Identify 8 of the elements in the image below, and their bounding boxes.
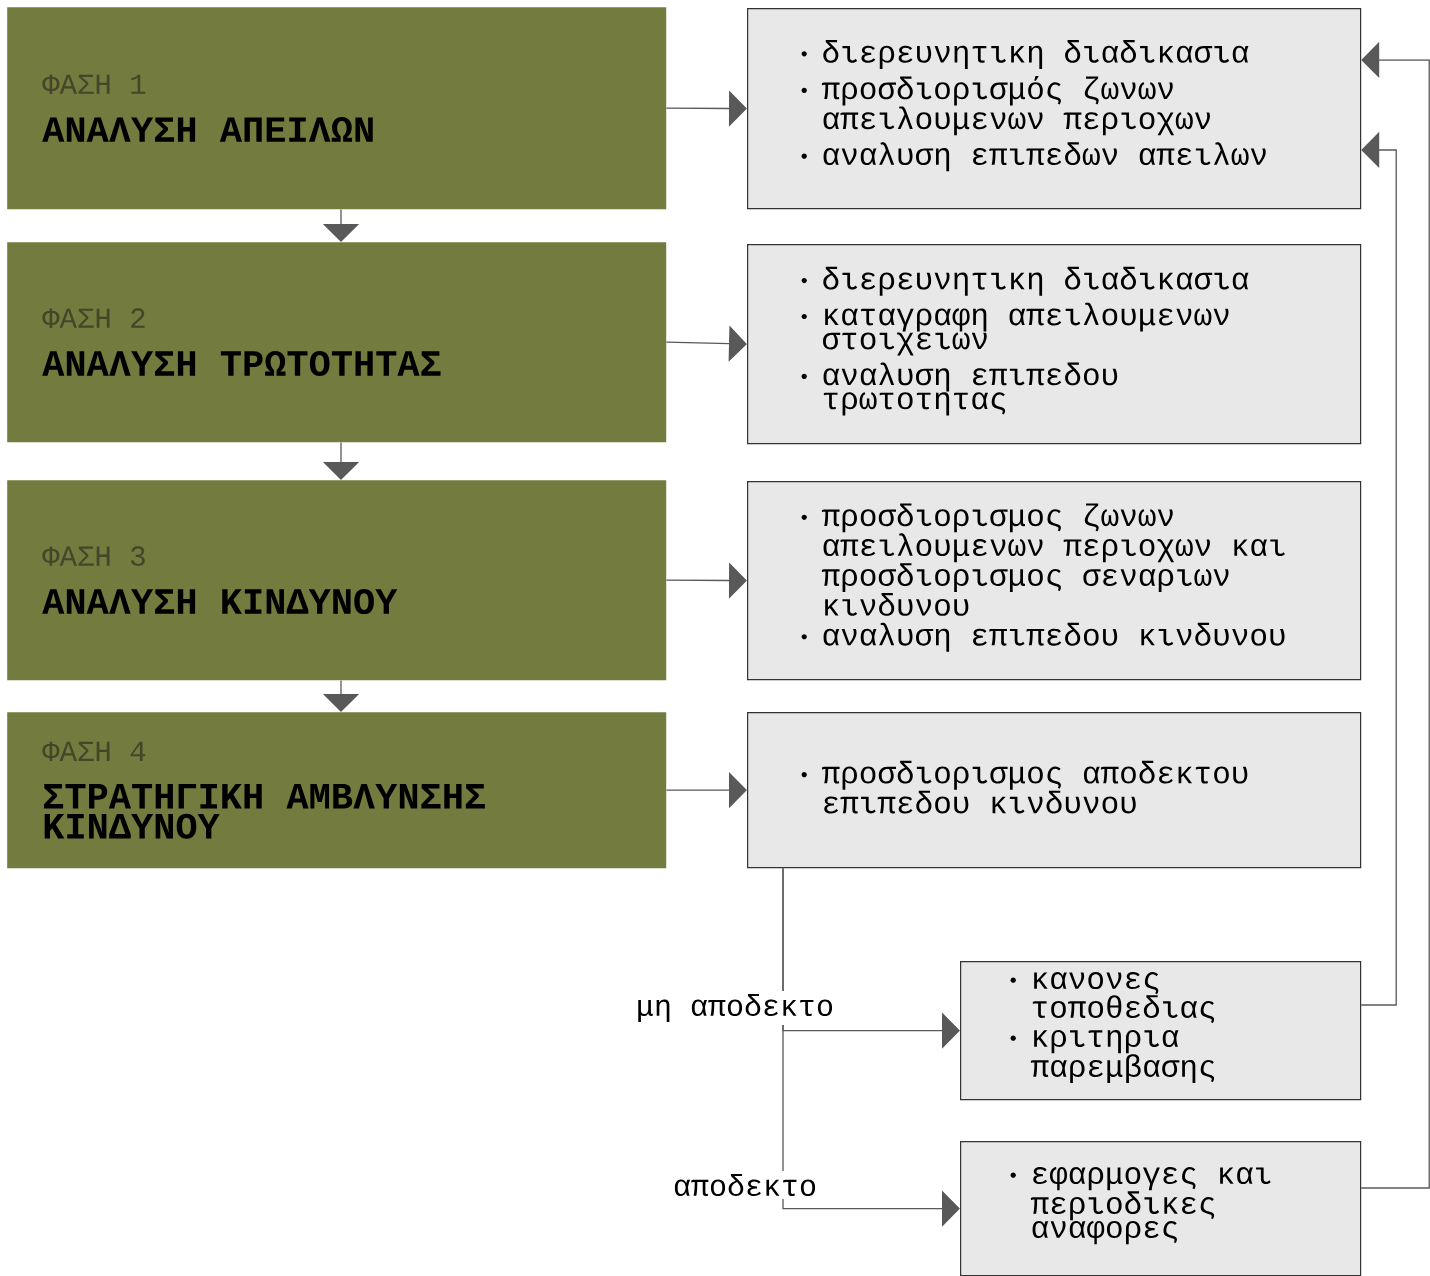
bullet-list-box: διερευνητικη διαδικασια προσδιορισμός ζωνων απειλουμενων περιοχων αναλυση επιπεδων απειλων xyxy=(747,8,1362,210)
bullet-list-box: προσδιορισμος ζωνων απειλουμενων περιοχων και προσδιορισμος σεναριων κινδυνου αναλυση επιπεδου κινδυνου xyxy=(747,481,1362,681)
bullet-list-box: εφαρμογες και περιοδικες αναφορες xyxy=(960,1141,1362,1276)
bullet-list-box: προσδιορισμος αποδεκτου επιπεδου κινδυνου xyxy=(747,712,1362,869)
edge-label: αποδεκτο xyxy=(670,1171,820,1199)
edge-label: μη αποδεκτο xyxy=(633,991,837,1025)
bullet-list-box: κανονες τοποθεδιας κριτηρια παρεμβασης xyxy=(960,961,1362,1101)
bullet-list-box: διερευνητικη διαδικασια καταγραφη απειλουμενων στοιχειων αναλυση επιπεδου τρωτοτητας xyxy=(747,244,1362,445)
